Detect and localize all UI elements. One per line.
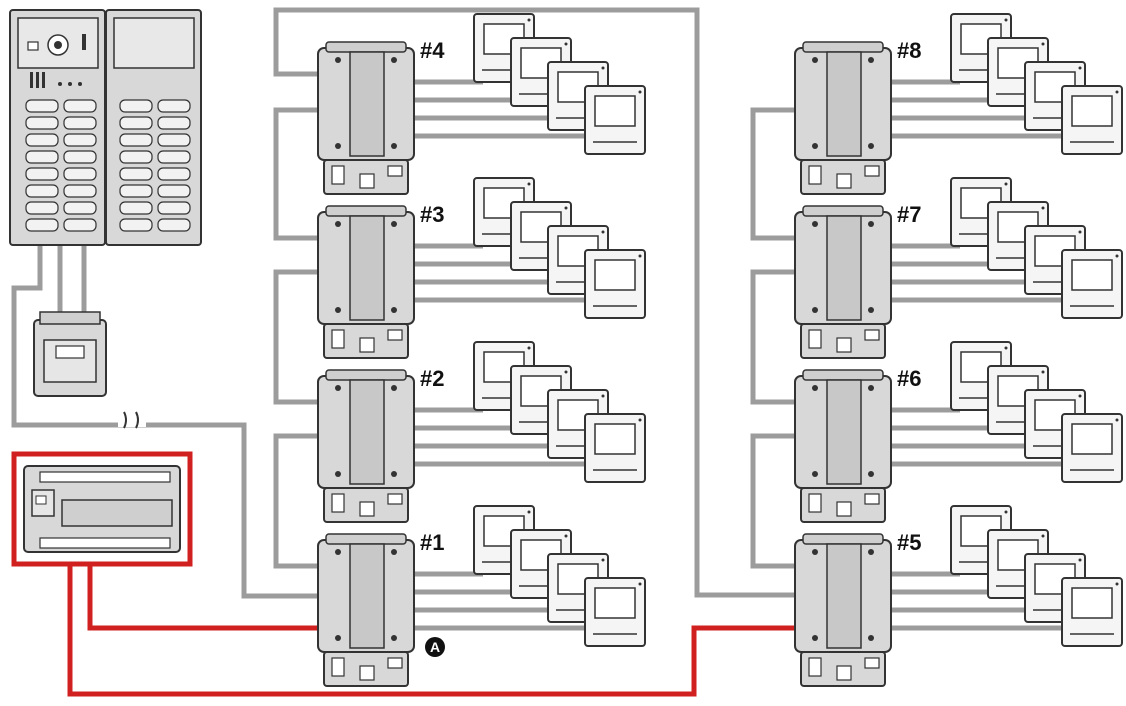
call-button: [63, 99, 97, 113]
distributor-label: #5: [897, 530, 921, 555]
indoor-monitor-icon: [1061, 85, 1123, 155]
call-button: [119, 218, 153, 232]
indoor-monitor-icon: [584, 249, 646, 319]
marker-a: A: [425, 637, 445, 657]
call-button: [63, 133, 97, 147]
call-button: [157, 150, 191, 164]
call-button: [25, 150, 59, 164]
call-button: [63, 201, 97, 215]
power-supply-icon: [33, 311, 107, 397]
call-button: [157, 116, 191, 130]
call-button: [119, 167, 153, 181]
distributor-label: #7: [897, 202, 921, 227]
indoor-monitor-icon: [1061, 577, 1123, 647]
call-button: [157, 184, 191, 198]
call-button: [157, 218, 191, 232]
distributor-icon: [794, 41, 892, 195]
distributor-icon: [794, 369, 892, 523]
indoor-monitor-icon: [1061, 413, 1123, 483]
distributor-label: #6: [897, 366, 921, 391]
distributor-label: #4: [420, 38, 445, 63]
call-button: [25, 133, 59, 147]
call-button: [119, 184, 153, 198]
entrance-panel-icon: [9, 9, 202, 246]
call-button: [25, 167, 59, 181]
labels-layer: #4 #3 #2 #1 #8 #7 #6 #5: [420, 38, 921, 555]
call-button: [157, 99, 191, 113]
call-button: [25, 218, 59, 232]
call-button: [63, 150, 97, 164]
call-button: [25, 116, 59, 130]
devices-layer: A: [9, 9, 1123, 687]
indoor-monitor-icon: [584, 577, 646, 647]
call-button: [63, 218, 97, 232]
svg-text:A: A: [430, 639, 440, 655]
call-button: [25, 99, 59, 113]
distributor-label: #3: [420, 202, 444, 227]
distributor-icon: [317, 533, 415, 687]
call-button: [119, 116, 153, 130]
call-button: [25, 184, 59, 198]
distributor-icon: [317, 205, 415, 359]
distributor-label: #8: [897, 38, 921, 63]
call-button: [63, 184, 97, 198]
indoor-monitor-icon: [584, 85, 646, 155]
distributor-icon: [794, 533, 892, 687]
distributor-label: #2: [420, 366, 444, 391]
call-button: [25, 201, 59, 215]
distributor-icon: [317, 41, 415, 195]
call-button: [119, 201, 153, 215]
call-button: [63, 116, 97, 130]
distributor-icon: [794, 205, 892, 359]
call-button: [119, 150, 153, 164]
indoor-monitor-icon: [584, 413, 646, 483]
distributor-icon: [317, 369, 415, 523]
cable-break-icon: [118, 411, 146, 429]
distributor-label: #1: [420, 530, 444, 555]
call-button: [119, 133, 153, 147]
wiring-layer: [11, 7, 1071, 697]
call-button: [157, 201, 191, 215]
call-button: [157, 133, 191, 147]
system-controller-icon: [11, 451, 193, 567]
call-button: [119, 99, 153, 113]
call-button: [157, 167, 191, 181]
indoor-monitor-icon: [1061, 249, 1123, 319]
call-button: [63, 167, 97, 181]
